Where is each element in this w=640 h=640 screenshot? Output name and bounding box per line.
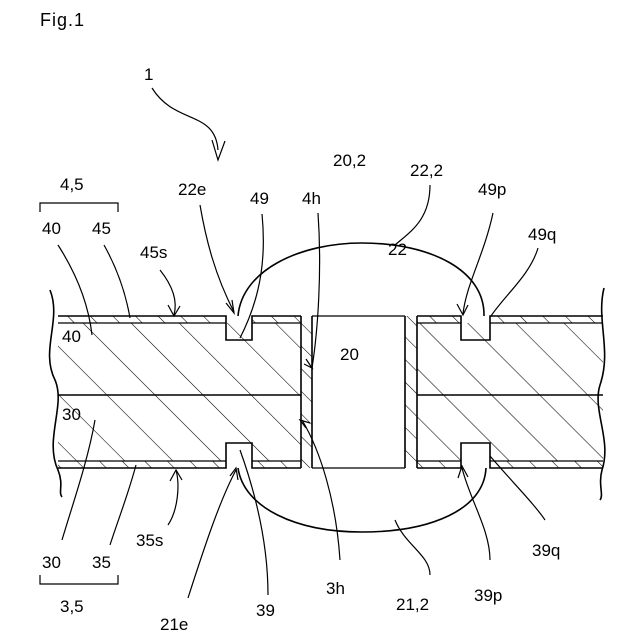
label-49p: 49p (478, 180, 506, 199)
label-22-2: 22,2 (410, 161, 443, 180)
through-hole (301, 316, 417, 468)
label-21-2: 21,2 (396, 595, 429, 614)
layer-35-right (417, 461, 461, 468)
label-20: 20 (340, 345, 359, 364)
label-39p: 39p (474, 586, 502, 605)
rivet-head-bottom (238, 468, 486, 532)
label-45s: 45s (140, 243, 167, 262)
label-bottom-group: 3,5 (60, 597, 84, 616)
layer-45-left (58, 316, 226, 323)
layer-40-right (417, 323, 603, 395)
hole-wall-right (405, 316, 417, 468)
layer-45-right (417, 316, 461, 323)
hole-wall-left (301, 316, 312, 468)
label-3h: 3h (326, 579, 345, 598)
layer-40-left (58, 323, 301, 395)
label-49q: 49q (528, 225, 556, 244)
label-30: 30 (42, 553, 61, 572)
label-35s: 35s (136, 531, 163, 550)
label-39q: 39q (532, 541, 560, 560)
label-top-group: 4,5 (60, 175, 84, 194)
label-35: 35 (92, 553, 111, 572)
layer-30-right (417, 395, 603, 461)
layer-30-left (58, 395, 301, 461)
figure-title: Fig.1 (40, 10, 85, 30)
label-21e: 21e (160, 615, 188, 634)
label-45: 45 (92, 219, 111, 238)
label-20-2: 20,2 (333, 151, 366, 170)
label-39: 39 (256, 601, 275, 620)
label-30-inline: 30 (62, 405, 81, 424)
layer-35-left (58, 461, 226, 468)
label-40-inline: 40 (62, 327, 81, 346)
label-40: 40 (42, 219, 61, 238)
label-assembly: 1 (144, 65, 153, 84)
label-22: 22 (388, 240, 407, 259)
label-49: 49 (250, 189, 269, 208)
label-4h: 4h (302, 189, 321, 208)
rivet-head-top (238, 243, 484, 316)
label-22e: 22e (178, 180, 206, 199)
